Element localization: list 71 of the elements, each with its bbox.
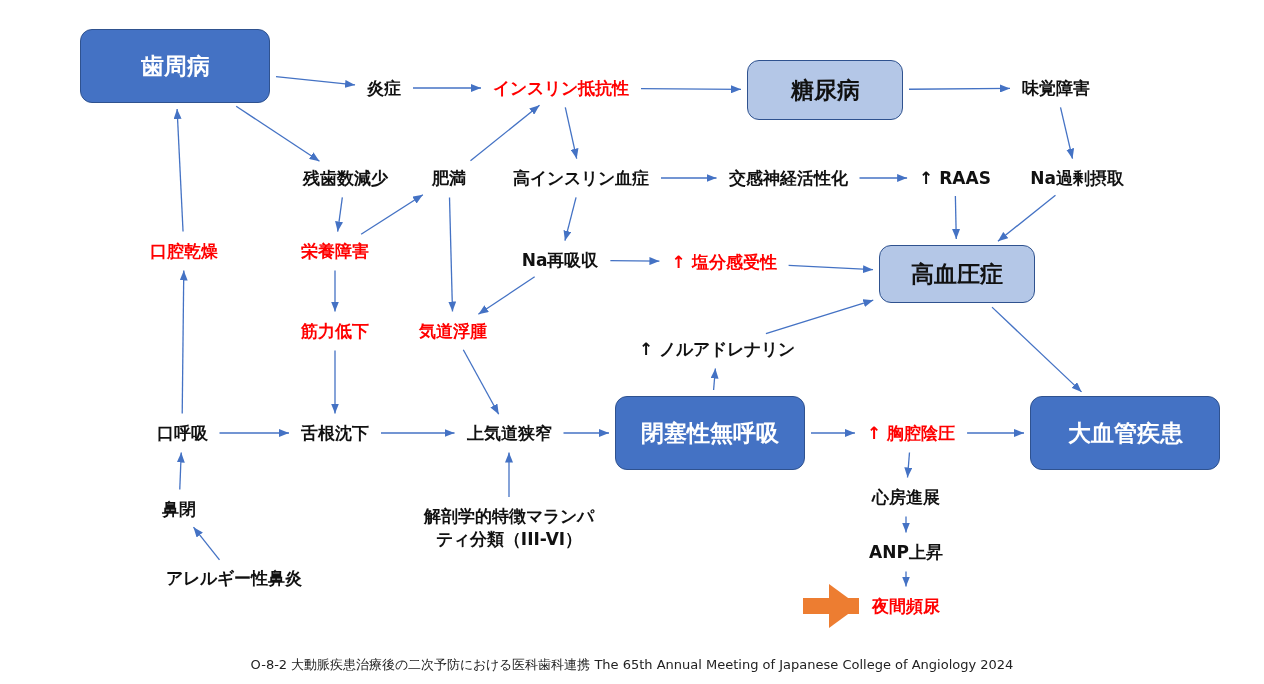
node-text: 肥満 bbox=[426, 164, 472, 192]
arrow bbox=[562, 429, 610, 437]
node-text: 夜間頻尿 bbox=[866, 592, 946, 620]
arrow bbox=[660, 174, 718, 182]
arrow bbox=[908, 84, 1011, 93]
arrow bbox=[448, 196, 457, 313]
process-box: 大血管疾患 bbox=[1030, 396, 1220, 470]
process-box: 高血圧症 bbox=[879, 245, 1035, 303]
process-box: 歯周病 bbox=[80, 29, 270, 103]
node-text: 口呼吸 bbox=[150, 419, 214, 447]
arrow bbox=[462, 349, 500, 415]
arrow bbox=[609, 257, 661, 266]
arrow bbox=[477, 276, 536, 315]
node-text: 炎症 bbox=[361, 74, 407, 102]
arrow bbox=[902, 515, 910, 534]
arrow bbox=[176, 451, 185, 491]
node-text: ↑ 塩分感受性 bbox=[665, 248, 783, 276]
node-text: ↑ RAAS bbox=[913, 166, 997, 190]
arrow bbox=[710, 367, 719, 391]
arrow bbox=[192, 526, 221, 561]
node-text: 高インスリン血症 bbox=[507, 164, 655, 192]
arrow bbox=[966, 429, 1025, 437]
node-text: 残歯数減少 bbox=[296, 164, 394, 192]
node-text: Na再吸収 bbox=[515, 246, 605, 274]
node-text: 味覚障害 bbox=[1016, 74, 1096, 102]
arrow bbox=[505, 451, 513, 498]
node-text: 解剖学的特徴マランパティ分類（III-VI） bbox=[418, 503, 600, 553]
node-text: ANP上昇 bbox=[863, 538, 949, 566]
arrow bbox=[469, 104, 541, 162]
arrow bbox=[787, 264, 874, 274]
block-arrow bbox=[803, 584, 859, 628]
node-text: アレルギー性鼻炎 bbox=[160, 564, 308, 592]
arrow bbox=[902, 570, 910, 588]
node-text: 栄養障害 bbox=[295, 237, 375, 265]
arrow bbox=[640, 85, 742, 94]
node-text: ↑ 胸腔陰圧 bbox=[860, 419, 962, 447]
process-box: 糖尿病 bbox=[747, 60, 903, 120]
node-text: 舌根沈下 bbox=[295, 419, 375, 447]
node-text: 心房進展 bbox=[866, 483, 946, 511]
arrow bbox=[765, 299, 874, 335]
node-text: 気道浮腫 bbox=[413, 317, 493, 345]
node-text: 鼻閉 bbox=[156, 495, 202, 523]
arrow bbox=[952, 195, 961, 240]
arrow bbox=[810, 429, 856, 437]
arrow bbox=[179, 269, 188, 415]
arrow bbox=[380, 429, 456, 437]
arrow bbox=[331, 269, 339, 313]
arrow bbox=[904, 451, 913, 479]
arrow bbox=[335, 196, 343, 233]
arrow bbox=[564, 106, 579, 160]
node-text: 交感神経活性化 bbox=[722, 164, 854, 192]
process-box: 閉塞性無呼吸 bbox=[615, 396, 805, 470]
caption: O-8-2 大動脈疾患治療後の二次予防における医科歯科連携 The 65th Annual Meeting of Japanese College of Angiology 2024 bbox=[249, 656, 1015, 674]
arrow bbox=[173, 108, 184, 233]
arrow bbox=[858, 174, 908, 182]
arrow bbox=[218, 429, 290, 437]
node-text: ↑ ノルアドレナリン bbox=[632, 335, 802, 363]
node-text: 筋力低下 bbox=[295, 317, 375, 345]
arrow bbox=[991, 306, 1083, 393]
arrow bbox=[997, 194, 1057, 242]
arrow bbox=[331, 349, 339, 415]
arrow bbox=[275, 75, 356, 88]
arrow bbox=[235, 105, 321, 162]
arrow bbox=[360, 194, 424, 235]
arrow bbox=[563, 196, 577, 242]
arrow bbox=[412, 84, 482, 92]
node-text: Na過剰摂取 bbox=[1024, 164, 1130, 192]
arrow bbox=[1059, 106, 1075, 160]
node-text: インスリン抵抗性 bbox=[487, 74, 635, 102]
node-text: 上気道狭窄 bbox=[460, 419, 558, 447]
node-text: 口腔乾燥 bbox=[144, 237, 224, 265]
